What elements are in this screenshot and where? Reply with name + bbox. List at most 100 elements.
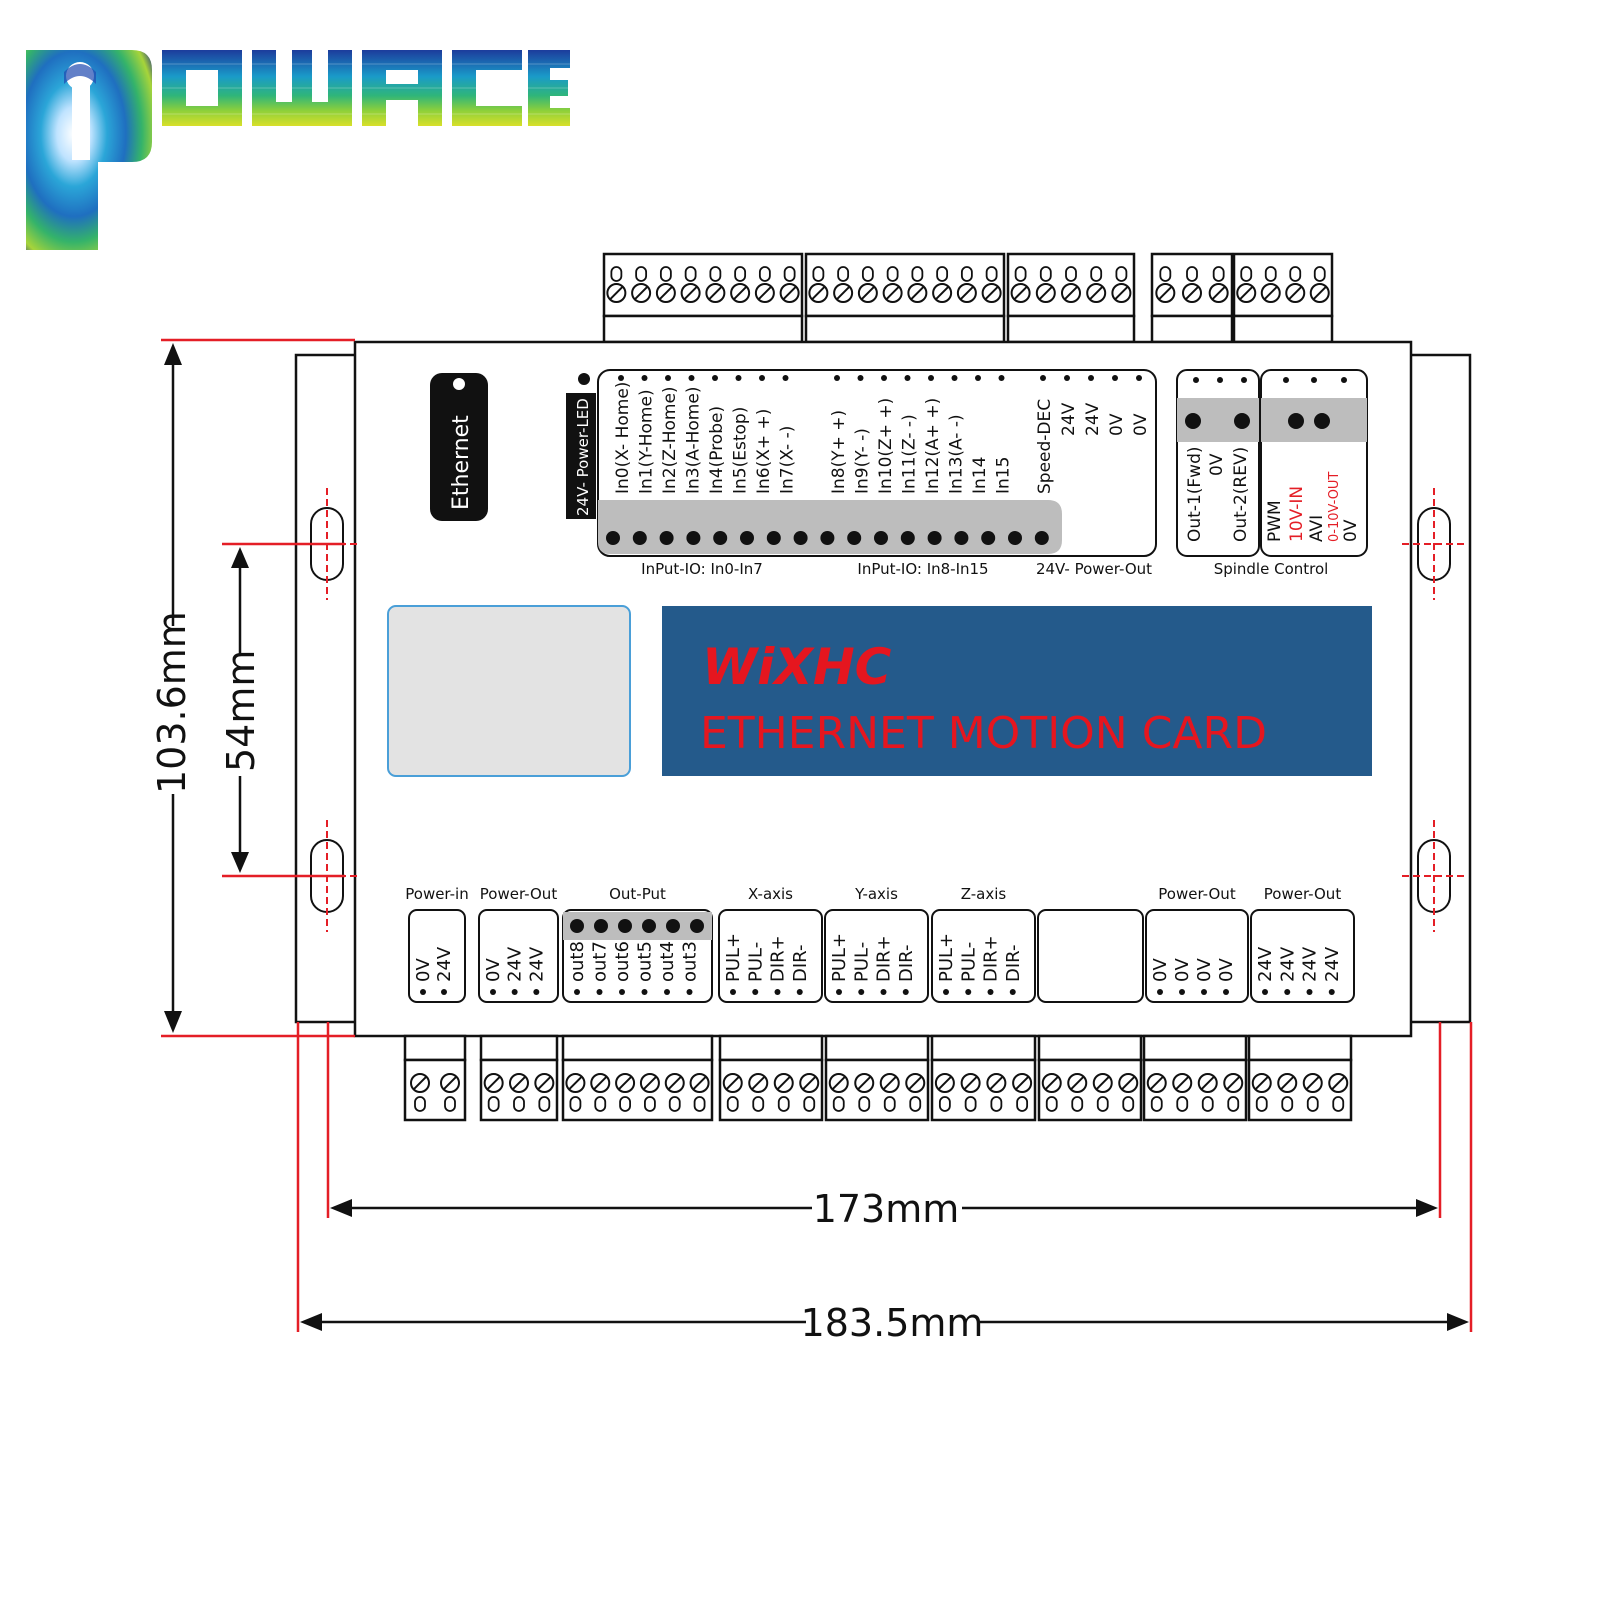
terminal-slot-icon xyxy=(964,1096,977,1112)
terminal-pin-icon xyxy=(793,531,808,545)
top-terminal-base xyxy=(1150,314,1234,344)
spindle-analog-label: 0V xyxy=(1341,519,1361,542)
terminal-pin-icon xyxy=(1288,413,1304,429)
terminal-screw-icon xyxy=(1086,283,1107,303)
terminal-slot-icon xyxy=(1313,266,1326,282)
terminal-screw-icon xyxy=(440,1073,460,1093)
terminal-slot-icon xyxy=(1065,266,1077,282)
terminal-pin-icon xyxy=(570,919,584,933)
terminal-pin-icon xyxy=(642,919,656,933)
pin-dot-icon xyxy=(641,989,648,995)
pin-dot-icon xyxy=(441,989,447,995)
pin-dot-icon xyxy=(904,375,911,381)
terminal-pin-icon xyxy=(954,531,969,545)
bottom-group-title: Power-in xyxy=(405,885,468,903)
pin-dot-icon xyxy=(619,989,625,995)
pin-dot-icon xyxy=(533,989,540,995)
terminal-slot-icon xyxy=(752,1096,765,1112)
power-led-box xyxy=(566,393,596,519)
terminal-slot-icon xyxy=(1115,266,1128,282)
pin-dot-icon xyxy=(490,989,496,995)
terminal-slot-icon xyxy=(619,1096,631,1112)
terminal-screw-icon xyxy=(808,283,829,303)
terminal-screw-icon xyxy=(981,283,1002,303)
bottom-pin-label: PUL+ xyxy=(936,933,957,982)
terminal-screw-icon xyxy=(639,1073,660,1093)
terminal-screw-icon xyxy=(509,1073,529,1093)
bottom-pin-label: 24V xyxy=(505,946,526,982)
terminal-slot-icon xyxy=(985,266,998,282)
bottom-connector-box xyxy=(1250,909,1355,1003)
bottom-pin-label: DIR+ xyxy=(981,935,1002,982)
pin-dot-icon xyxy=(880,989,887,995)
pin-dot-icon xyxy=(688,375,695,381)
top-terminal-blocks xyxy=(602,252,1334,344)
terminal-screw-icon xyxy=(754,283,775,303)
bottom-pin-label: 24V xyxy=(1277,946,1298,982)
pin-dot-icon xyxy=(998,375,1005,381)
pin-dot-icon xyxy=(987,989,994,995)
terminal-screw-icon xyxy=(1061,283,1081,303)
bottom-pin-label: 0V xyxy=(1194,958,1215,982)
terminal-screw-icon xyxy=(1035,283,1056,303)
bottom-pin-label: DIR+ xyxy=(874,935,895,982)
dim-height-total: 103.6mm xyxy=(150,611,194,794)
terminal-screw-icon xyxy=(1155,283,1176,303)
bottom-pin-label: out6 xyxy=(612,941,633,982)
terminal-slot-icon xyxy=(883,1096,896,1112)
bottom-pin-label: PUL+ xyxy=(723,933,744,982)
terminal-pin-icon xyxy=(874,531,888,545)
terminal-screw-icon xyxy=(410,1073,430,1093)
input-pin-label: In4(Probe) xyxy=(707,406,727,494)
bottom-connector xyxy=(1037,909,1144,1003)
input-pin-label: In5(Estop) xyxy=(731,407,751,494)
top-terminal-base xyxy=(1232,314,1334,344)
terminal-slot-icon xyxy=(1096,1096,1109,1112)
terminal-screw-icon xyxy=(615,1073,636,1093)
terminal-screw-icon xyxy=(748,1073,769,1093)
terminal-slot-icon xyxy=(594,1096,607,1112)
bottom-pin-label: DIR+ xyxy=(768,935,789,982)
pin-dot-icon xyxy=(420,989,426,995)
terminal-screw-icon xyxy=(1208,283,1229,303)
pin-dot-icon xyxy=(511,989,518,995)
terminal-slot-icon xyxy=(487,1096,500,1112)
terminal-slot-icon xyxy=(1071,1096,1084,1112)
power-out-pin-label: 24V xyxy=(1059,402,1079,436)
power-out-pin-label: 0V xyxy=(1107,413,1127,436)
bottom-terminal-base xyxy=(1037,1034,1143,1062)
pin-dot-icon xyxy=(834,375,840,381)
bottom-group-title: Power-Out xyxy=(1264,885,1342,903)
bottom-pin-label: DIR- xyxy=(790,945,811,982)
card-title-panel xyxy=(662,606,1372,776)
power-led-label: 24V- Power-LED xyxy=(574,398,592,516)
pin-dot-icon xyxy=(1193,377,1199,383)
bottom-pin-label: 0V xyxy=(483,958,504,982)
powace-logo-icon xyxy=(26,50,570,250)
terminal-pin-icon xyxy=(666,919,680,933)
pin-dot-icon xyxy=(1283,377,1289,383)
terminal-slot-icon xyxy=(659,266,672,282)
terminal-slot-icon xyxy=(858,1096,871,1112)
terminal-screw-icon xyxy=(1277,1073,1298,1093)
pin-dot-icon xyxy=(943,989,949,995)
terminal-slot-icon xyxy=(1332,1096,1345,1112)
terminal-screw-icon xyxy=(857,283,878,303)
bottom-group-title: Power-Out xyxy=(480,885,558,903)
bottom-terminal-base xyxy=(718,1034,824,1062)
pin-dot-icon xyxy=(1306,989,1313,995)
terminal-slot-icon xyxy=(777,1096,790,1112)
pin-dot-icon xyxy=(596,989,603,995)
pin-dot-icon xyxy=(1136,375,1142,381)
terminal-screw-icon xyxy=(1118,1073,1139,1093)
terminal-slot-icon xyxy=(1090,266,1103,282)
bottom-connector-box xyxy=(1037,909,1144,1003)
terminal-screw-icon xyxy=(1285,283,1306,303)
terminal-pin-icon xyxy=(1234,413,1250,429)
